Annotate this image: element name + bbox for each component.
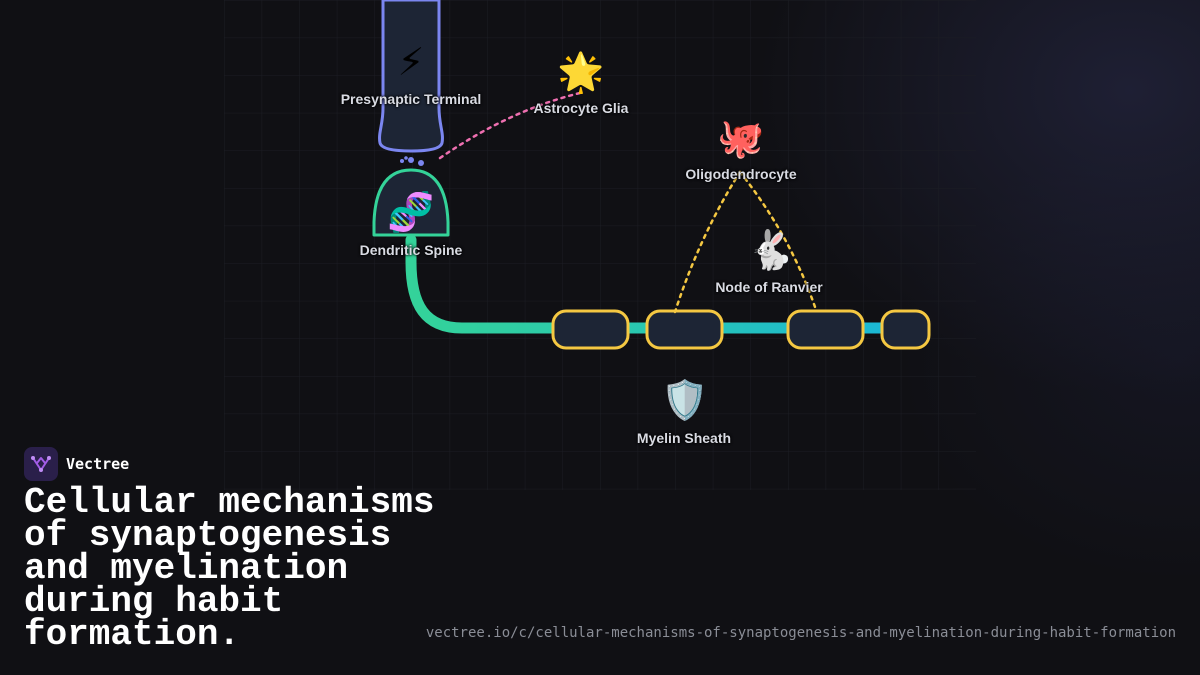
myelin-segment	[551, 309, 630, 350]
dna-icon: 🧬	[387, 190, 435, 234]
dendritic-spine-shape	[372, 168, 450, 237]
vesicle	[400, 159, 404, 163]
myelin-segment	[786, 309, 865, 350]
background-grid	[224, 0, 976, 490]
brand-name: Vectree	[66, 455, 130, 473]
myelin-segment	[645, 309, 724, 350]
astrocyte-link	[438, 91, 582, 160]
dendrite-axon-path	[405, 234, 931, 334]
dendritic-spine-label: Dendritic Spine	[359, 242, 463, 258]
lightning-icon: ⚡	[397, 40, 425, 84]
oligodendrocyte-link-right	[738, 170, 817, 309]
page-url[interactable]: vectree.io/c/cellular-mechanisms-of-syna…	[425, 625, 1176, 641]
brand: Vectree	[24, 447, 129, 481]
glowing-star-icon: 🌟	[557, 50, 605, 94]
myelin-segment	[880, 309, 931, 350]
oligodendrocyte-link-left	[673, 170, 742, 314]
vesicle	[418, 160, 424, 166]
astrocyte-glia-label: Astrocyte Glia	[533, 100, 629, 116]
page-title: Cellular mechanisms of synaptogenesis an…	[24, 482, 435, 655]
node-of-ranvier-label: Node of Ranvier	[715, 279, 823, 295]
rabbit-icon: 🐇	[747, 228, 795, 272]
vectree-logo-icon	[24, 447, 58, 481]
shield-icon: 🛡️	[661, 378, 709, 422]
presynaptic-terminal-shape	[378, 0, 444, 153]
octopus-icon: 🐙	[717, 116, 765, 160]
myelin-sheath-label: Myelin Sheath	[636, 430, 732, 446]
presynaptic-terminal-label: Presynaptic Terminal	[340, 91, 482, 107]
vesicle	[408, 157, 414, 163]
vesicle	[404, 156, 408, 160]
oligodendrocyte-label: Oligodendrocyte	[685, 166, 797, 182]
